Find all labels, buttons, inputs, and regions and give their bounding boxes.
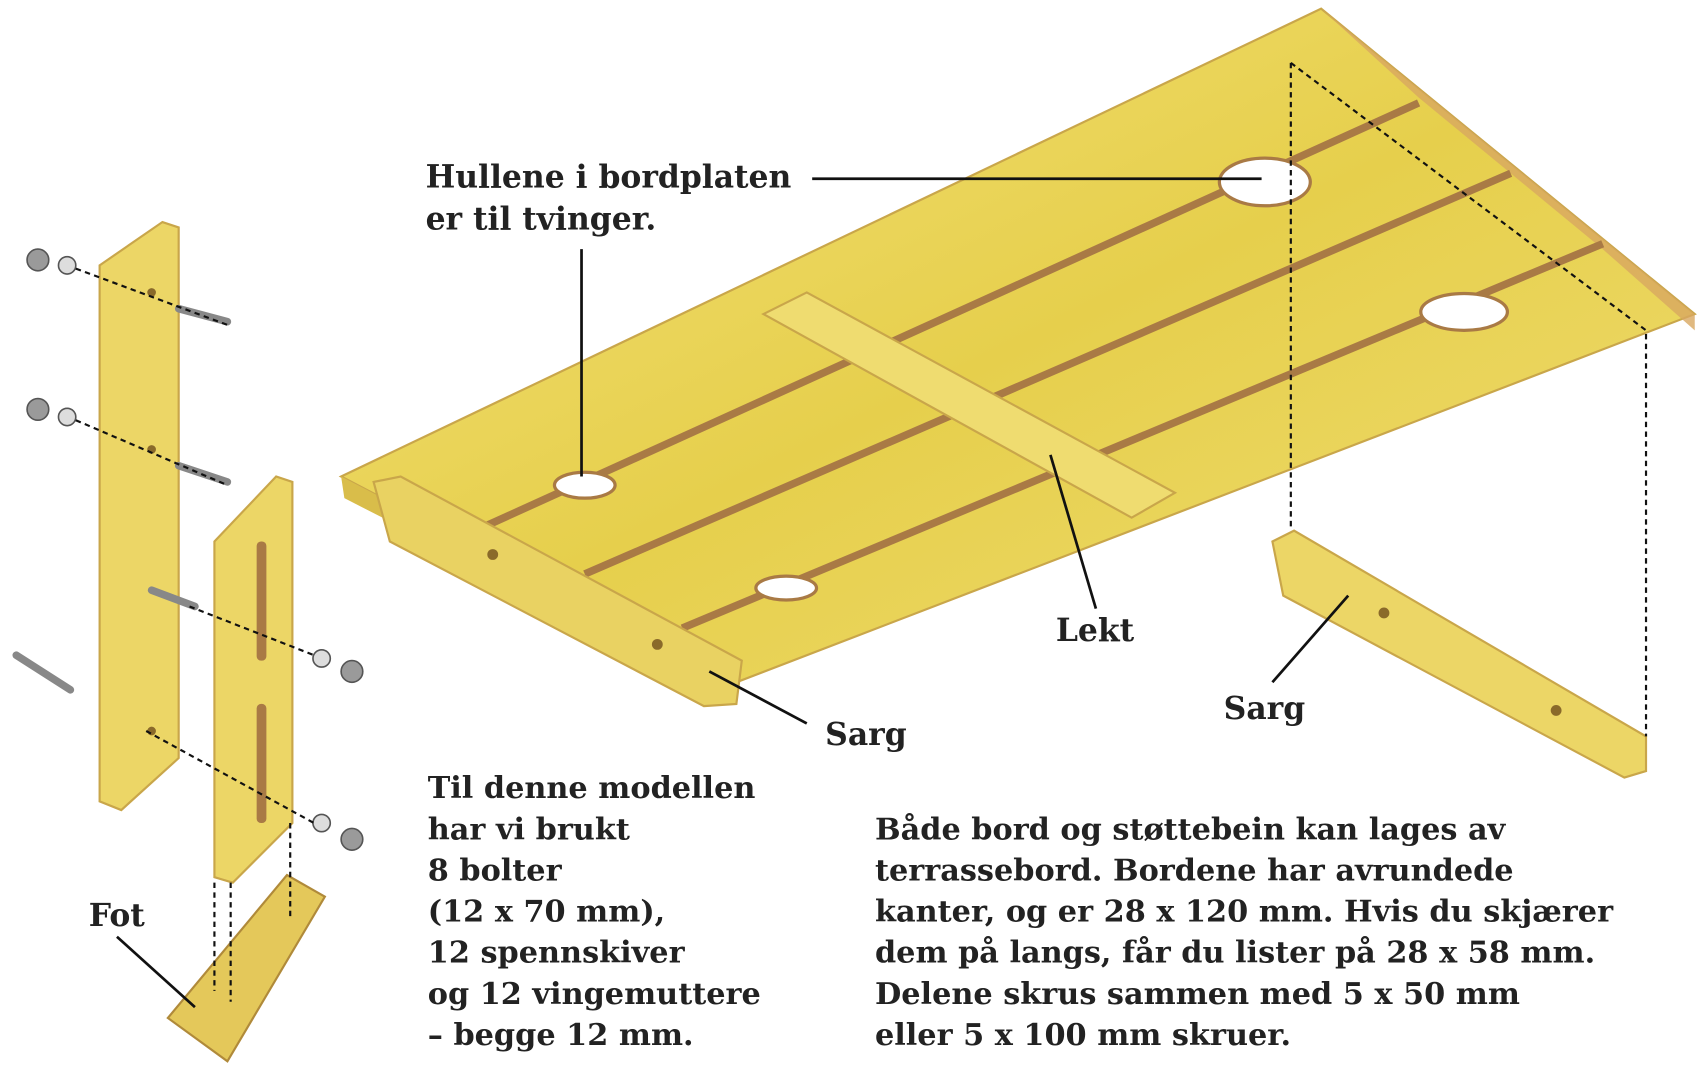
- label-sarg-right: Sarg: [1224, 691, 1306, 727]
- leg-long: [98, 220, 180, 812]
- svg-text:dem på langs, får du lister på: dem på langs, får du lister på 28 x 58 m…: [875, 936, 1595, 971]
- boards-note: Både bord og støttebein kan lages av ter…: [875, 812, 1614, 1053]
- sarg-right: [1271, 529, 1648, 779]
- leader-line: [1271, 594, 1350, 684]
- svg-text:Til denne modellen: Til denne modellen: [428, 771, 756, 806]
- svg-text:12 spennskiver: 12 spennskiver: [428, 936, 686, 971]
- label-fot: Fot: [89, 898, 146, 934]
- label-holes: er til tvinger.: [426, 202, 657, 238]
- leg-short: [213, 475, 294, 884]
- label-holes: Hullene i bordplaten: [426, 159, 792, 195]
- svg-text:8 bolter: 8 bolter: [428, 853, 563, 888]
- svg-text:eller 5 x 100 mm skruer.: eller 5 x 100 mm skruer.: [875, 1018, 1291, 1053]
- svg-text:Delene skrus sammen med 5 x 50: Delene skrus sammen med 5 x 50 mm: [875, 977, 1520, 1012]
- leader-line: [1049, 454, 1098, 610]
- svg-text:kanter, og er 28 x 120 mm. Hvi: kanter, og er 28 x 120 mm. Hvis du skjær…: [875, 895, 1614, 930]
- clamp-hole: [552, 156, 1510, 602]
- wing-nut-icon: [26, 248, 364, 851]
- sarg-left: [372, 475, 743, 708]
- svg-text:og 12 vingemuttere: og 12 vingemuttere: [428, 977, 761, 1012]
- guide-line: [1290, 61, 1648, 737]
- label-sarg-left: Sarg: [825, 717, 907, 753]
- svg-text:Både bord og støttebein kan la: Både bord og støttebein kan lages av: [875, 812, 1507, 847]
- materials-note: Til denne modellen har vi brukt 8 bolter…: [428, 771, 761, 1053]
- lekt-batten: [761, 291, 1178, 519]
- label-lekt: Lekt: [1056, 613, 1135, 649]
- svg-text:– begge 12 mm.: – begge 12 mm.: [428, 1018, 694, 1053]
- svg-text:terrassebord. Bordene har avru: terrassebord. Bordene har avrundede: [875, 853, 1514, 888]
- leader-line: [708, 670, 808, 725]
- tabletop: [338, 7, 1697, 708]
- foot: [166, 873, 327, 1063]
- svg-text:har vi brukt: har vi brukt: [428, 812, 630, 847]
- leader-line: [116, 935, 196, 1009]
- guide-line: [75, 267, 315, 1002]
- svg-text:(12 x 70 mm),: (12 x 70 mm),: [428, 895, 665, 930]
